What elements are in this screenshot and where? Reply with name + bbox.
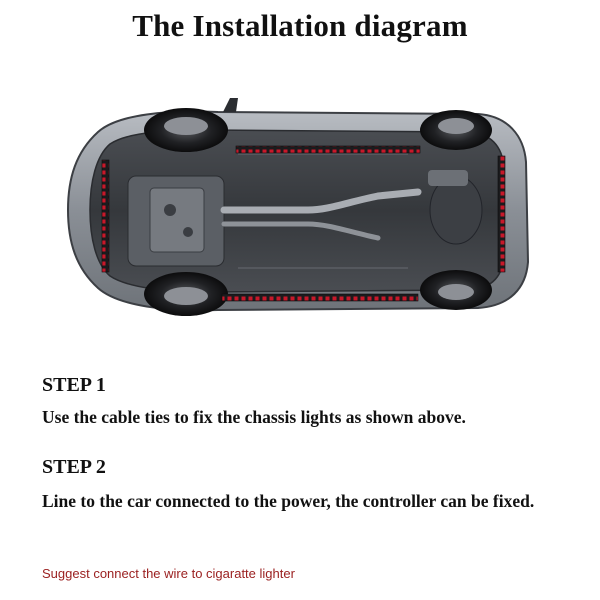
front-right-wheel: [144, 272, 228, 316]
led-strip-left-side: [235, 145, 421, 154]
rear-left-wheel: [420, 110, 492, 150]
diagram-title: The Installation diagram: [132, 8, 468, 43]
front-left-wheel: [144, 108, 228, 152]
led-strip-right-side: [221, 293, 419, 302]
step-1-text: Use the cable ties to fix the chassis li…: [42, 407, 466, 427]
led-strip-rear: [497, 155, 506, 273]
led-strip-front: [101, 159, 110, 273]
step-1-heading: STEP 1: [42, 374, 106, 396]
power-connection-note: Suggest connect the wire to cigaratte li…: [42, 566, 295, 581]
car-underside-figure: [58, 92, 532, 328]
step-2-text: Line to the car connected to the power, …: [42, 491, 535, 511]
car-underside-illustration: [66, 98, 530, 316]
step-2-heading: STEP 2: [42, 456, 106, 478]
rear-right-wheel: [420, 270, 492, 310]
